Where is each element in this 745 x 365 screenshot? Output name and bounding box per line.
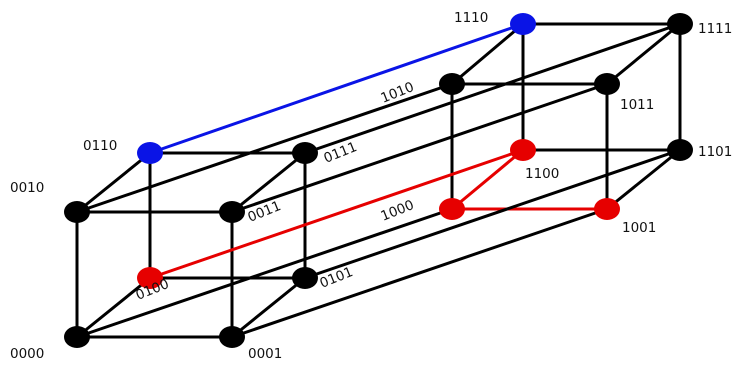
edge-1011-1111 — [605, 22, 682, 86]
node-label-0010: 0010 — [10, 180, 44, 196]
edge-0100-1100 — [148, 148, 525, 280]
edge-0101-1101 — [303, 148, 682, 280]
edge-1000-1100 — [450, 148, 525, 211]
node-1101 — [667, 139, 693, 161]
node-1100 — [510, 139, 536, 161]
node-0111 — [292, 142, 318, 164]
edge-0001-0101 — [230, 276, 307, 339]
edge-0110-1110 — [148, 22, 525, 155]
node-label-0110: 0110 — [83, 138, 117, 154]
edge-0111-1111 — [303, 22, 682, 155]
node-1111 — [667, 13, 693, 35]
node-label-0000: 0000 — [10, 346, 44, 362]
edge-0010-0110 — [75, 151, 152, 214]
node-label-1100: 1100 — [525, 166, 559, 182]
node-label-1001: 1001 — [622, 220, 656, 236]
node-0010 — [64, 201, 90, 223]
node-1001 — [594, 198, 620, 220]
node-0000 — [64, 326, 90, 348]
node-label-0001: 0001 — [248, 346, 282, 362]
node-1010 — [439, 73, 465, 95]
node-0001 — [219, 326, 245, 348]
node-label-1101: 1101 — [698, 144, 732, 160]
edge-0001-1001 — [230, 207, 609, 339]
node-label-1000: 1000 — [379, 197, 417, 225]
edge-0011-1011 — [230, 82, 609, 214]
node-label-1110: 1110 — [454, 10, 488, 26]
edge-layer — [75, 22, 682, 339]
edge-0000-1000 — [75, 207, 454, 339]
node-label-0111: 0111 — [322, 139, 360, 167]
node-0100 — [137, 267, 163, 289]
node-1011 — [594, 73, 620, 95]
node-1110 — [510, 13, 536, 35]
node-0101 — [292, 267, 318, 289]
node-label-1011: 1011 — [620, 97, 654, 113]
edge-0000-0100 — [75, 276, 152, 339]
node-0110 — [137, 142, 163, 164]
edge-0010-1010 — [75, 82, 454, 214]
edge-1001-1101 — [605, 148, 682, 211]
edge-1010-1110 — [450, 22, 525, 86]
node-1000 — [439, 198, 465, 220]
node-layer — [64, 13, 693, 348]
node-0011 — [219, 201, 245, 223]
node-label-1111: 1111 — [698, 21, 732, 37]
edge-0011-0111 — [230, 151, 307, 214]
